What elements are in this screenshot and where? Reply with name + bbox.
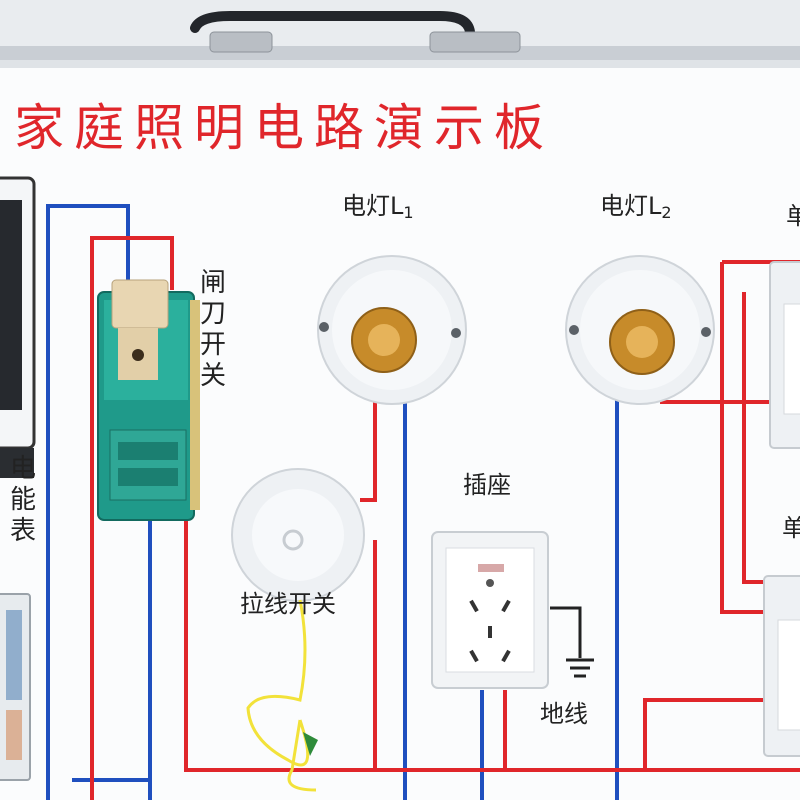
board-title: 家庭照明电路演示板 [14,99,554,157]
right-edge-label-mid: 单 [782,514,800,542]
ground-label: 地线 [540,700,588,728]
neutral-wires [46,204,619,800]
socket-label: 插座 [463,471,511,499]
pull-switch [231,468,365,602]
top-frame [0,46,800,64]
carry-handle [190,11,475,37]
live-wire-bus [184,520,800,772]
circuit-breaker [0,593,31,781]
live-wire-switch-a [720,262,770,614]
live-wire-meter [90,236,174,800]
lamp-holder-l1 [317,255,467,405]
lamp-l1-label: 电灯L1 [342,186,414,222]
wall-switch-upper [769,261,800,449]
lamp-l1-label-main: 电灯L [342,192,404,220]
background-wall [0,0,800,50]
energy-meter [0,176,36,478]
lamp-holder-l2 [565,255,715,405]
lamp-l2-label-main: 电灯L [600,192,662,220]
pull-cord-weight [303,732,318,756]
lamp-l2-label: 电灯L2 [600,186,672,222]
pull-switch-label: 拉线开关 [240,590,336,618]
knife-switch [97,279,200,521]
neutral-wire-meter [46,204,130,800]
live-wires [90,236,800,800]
pull-cord-tail [287,719,317,792]
wall-switch-lower [763,575,800,757]
top-frame-lip [0,60,800,68]
handle-bracket-right [429,31,521,53]
live-wire-switch-c [643,698,770,770]
wall-socket [431,531,549,689]
handle-bracket-left [209,31,273,53]
lamp-l2-label-sub: 2 [661,203,672,222]
pull-cord [246,599,310,767]
live-wire-l1 [360,398,377,502]
right-edge-label-top: 单 [786,202,800,230]
lamp-l1-label-sub: 1 [403,203,414,222]
energy-meter-label: 电能表 [9,454,36,546]
live-wire-switch-b [742,292,770,584]
knife-switch-label: 闸刀开关 [199,268,226,391]
ground-symbol [550,606,594,678]
